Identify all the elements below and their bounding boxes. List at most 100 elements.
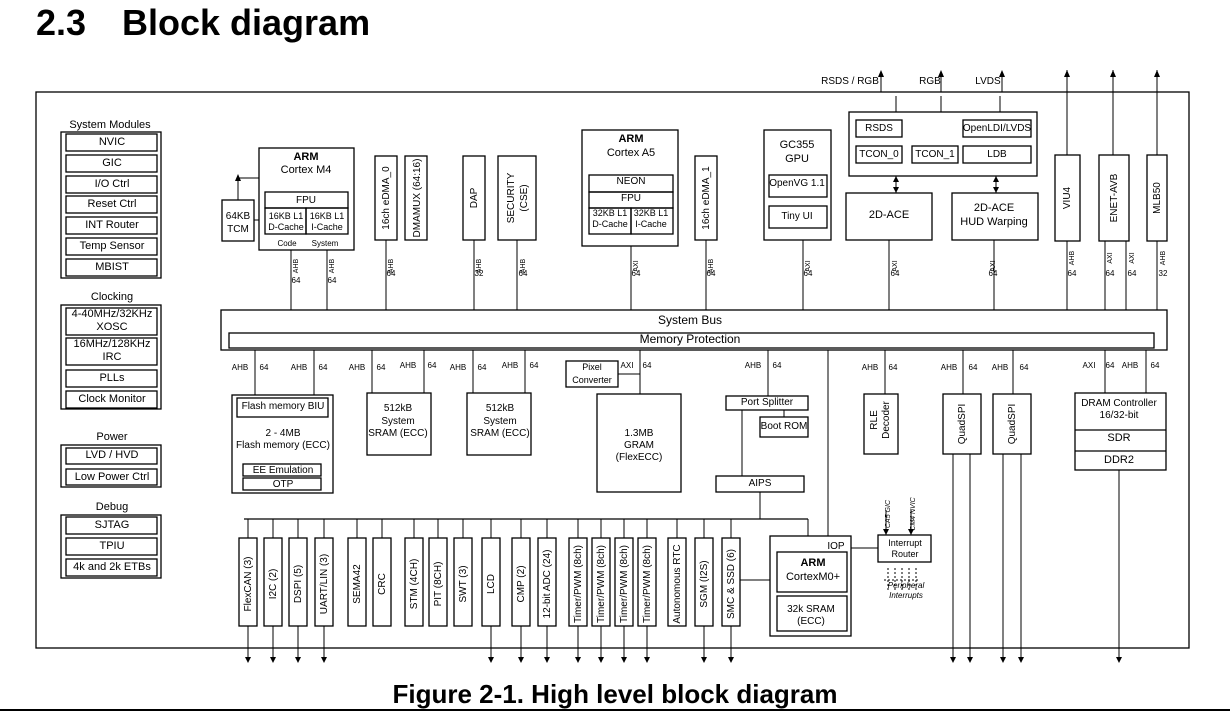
security-block: [497, 155, 537, 241]
diagram-label: Boot ROM: [761, 421, 808, 432]
section-heading: 2.3 Block diagram: [0, 0, 1230, 48]
diagram-label: 64: [292, 276, 301, 285]
diagram-label: 4-40MHz/32KHz: [72, 308, 153, 320]
diagram-label: AHB: [450, 363, 466, 372]
etbs-block: [65, 558, 158, 577]
2d-ace-hud-block: [951, 192, 1039, 241]
diagram-label: System: [483, 416, 516, 427]
diagram-label: 64: [632, 269, 641, 278]
diagram-label: Memory Protection: [640, 332, 741, 346]
port-splitter-block: [725, 395, 809, 411]
diagram-label: 16MHz/128KHz: [73, 338, 150, 350]
diagram-label: QuadSPI: [957, 404, 968, 445]
diagram-label: I-Cache: [311, 222, 343, 232]
diagram-label: AHB: [1069, 250, 1076, 265]
diagram-label: SEMA42: [352, 564, 363, 604]
diagram-label: AHB: [502, 361, 518, 370]
nvic-block: [65, 133, 158, 152]
diagram-label: ARM: [800, 557, 825, 569]
diagram-label: LDB: [987, 149, 1007, 160]
diagram-label: 32KB L1: [634, 208, 669, 218]
temp-sensor-block: [65, 237, 158, 256]
diagram-label: TCM: [227, 224, 249, 235]
diagram-label: Timer/PWM (8ch): [642, 545, 653, 623]
diagram-label: Debug: [96, 501, 128, 513]
diagram-label: Flash memory (ECC): [236, 440, 330, 451]
diagram-label: AXI: [633, 260, 640, 271]
diagram-label: 64: [319, 363, 328, 372]
diagram-label: AHB: [400, 361, 416, 370]
diagram-label: LVD / HVD: [86, 449, 139, 461]
diagram-label: GPU: [785, 153, 809, 165]
diagram-label: AHB: [941, 363, 957, 372]
diagram-label: TCON_0: [859, 149, 899, 160]
diagram-label: 64: [1128, 269, 1137, 278]
diagram-label: 32: [1159, 269, 1168, 278]
diagram-label: D-Cache: [268, 222, 304, 232]
diagram-label: OpenVG 1.1: [769, 178, 825, 189]
quadspi2-block: [992, 393, 1032, 455]
diagram-label: 64: [1106, 361, 1115, 370]
diagram-label: Low Power Ctrl: [75, 471, 150, 483]
int-router-block: [65, 216, 158, 235]
diagram-label: VIU4: [1062, 186, 1073, 209]
diagram-label: 64: [1151, 361, 1160, 370]
diagram-label: AHB: [520, 258, 527, 273]
sram2-block: [466, 392, 532, 456]
diagram-label: AHB: [708, 258, 715, 273]
display-block: [848, 111, 1038, 177]
reset-ctrl-block: [65, 195, 158, 214]
diagram-label: 64: [643, 361, 652, 370]
diagram-label: AHB: [349, 363, 365, 372]
diagram-label: INT Router: [85, 219, 139, 231]
diagram-label: AHB: [992, 363, 1008, 372]
diagram-label: SMC & SSD (6): [726, 549, 737, 619]
diagram-label: Code: [277, 239, 297, 248]
diagram-label: I/O Ctrl: [95, 178, 130, 190]
figure-caption: Figure 2-1. High level block diagram: [392, 679, 838, 709]
diagram-label: (ECC): [797, 616, 825, 627]
diagram-label: (CSE): [519, 184, 530, 211]
diagram-label: NVIC: [99, 136, 125, 148]
diagram-label: UART/LIN (3): [319, 554, 330, 614]
diagram-label: CMP (2): [516, 565, 527, 602]
diagram-label: 64: [478, 363, 487, 372]
diagram-label: LCD: [486, 574, 497, 594]
diagram-label: Timer/PWM (8ch): [596, 545, 607, 623]
diagram-label: System Bus: [658, 313, 722, 327]
diagram-label: OpenLDI/LVDS: [963, 123, 1032, 134]
diagram-label: MLB50: [1152, 182, 1163, 214]
diagram-label: AXI: [892, 260, 899, 271]
diagram-label: 64KB: [226, 211, 251, 222]
diagram-label: RSDS / RGB: [821, 76, 879, 87]
diagram-label: Decoder: [881, 400, 892, 438]
diagram-label: System Modules: [69, 119, 151, 131]
diagram-label: Converter: [572, 375, 612, 385]
flash-block: [231, 394, 334, 494]
diagram-label: AXI: [1083, 361, 1096, 370]
diagram-label: 64: [804, 269, 813, 278]
diagram-label: GIC: [102, 157, 122, 169]
diagram-label: Cortex M4: [281, 164, 332, 176]
gpu-block: [763, 129, 832, 241]
diagram-label: 32: [475, 269, 484, 278]
diagram-label: Autonomous RTC: [672, 544, 683, 623]
diagram-label: Router: [891, 549, 918, 559]
cortex-m4-block: [258, 147, 355, 251]
rle-decoder-block: [863, 393, 899, 455]
diagram-label: DDR2: [1104, 454, 1134, 466]
diagram-label: Tiny UI: [781, 211, 812, 222]
diagram-label: DMAMUX (64:16): [412, 159, 423, 238]
diagram-label: AHB: [862, 363, 878, 372]
diagram-label: Temp Sensor: [80, 240, 145, 252]
tpiu-block: [65, 537, 158, 556]
diagram-label: SJTAG: [95, 519, 130, 531]
dmamux-block: [404, 155, 428, 241]
diagram-label: CA5 GIC: [885, 499, 892, 528]
lvd-hvd-block: [65, 447, 158, 465]
memory-protection: [228, 332, 1155, 349]
diagram-label: CM4 NVIC: [910, 496, 917, 530]
system-modules-group: [60, 131, 162, 279]
diagram-label: FPU: [621, 193, 641, 204]
